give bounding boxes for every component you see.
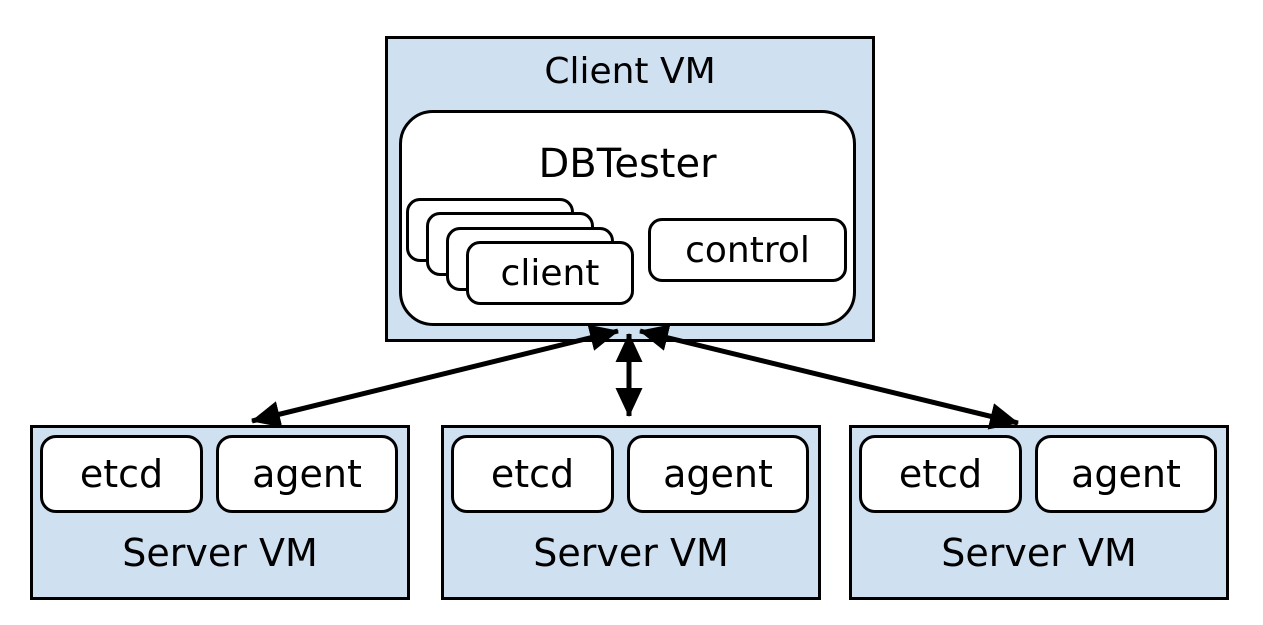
server-vm-1-box: etcd agent Server VM xyxy=(30,425,410,600)
control-node-label: control xyxy=(685,229,810,271)
dbtester-label: DBTester xyxy=(538,141,717,187)
agent-node-label: agent xyxy=(663,452,773,496)
client-vm-label: Client VM xyxy=(544,51,716,92)
client-vm-box: Client VM DBTester client control xyxy=(385,36,875,342)
server-vm-3-box: etcd agent Server VM xyxy=(849,425,1229,600)
etcd-node-label: etcd xyxy=(79,452,164,496)
etcd-node: etcd xyxy=(859,435,1022,513)
arrow-client-to-server-1 xyxy=(251,324,619,428)
server-vm-1-label: Server VM xyxy=(122,531,318,575)
etcd-node: etcd xyxy=(40,435,203,513)
client-node-label: client xyxy=(500,252,600,294)
agent-node-label: agent xyxy=(252,452,362,496)
etcd-node-label: etcd xyxy=(898,452,983,496)
agent-node: agent xyxy=(627,435,809,513)
server-vm-2-label: Server VM xyxy=(533,531,729,575)
server-vm-2-box: etcd agent Server VM xyxy=(441,425,821,600)
dbtester-box: DBTester client control xyxy=(399,110,856,326)
agent-node: agent xyxy=(1035,435,1217,513)
agent-node: agent xyxy=(216,435,398,513)
etcd-node-label: etcd xyxy=(490,452,575,496)
agent-node-label: agent xyxy=(1071,452,1181,496)
client-node: client xyxy=(466,241,634,305)
arrow-client-to-server-3 xyxy=(639,324,1019,430)
control-node: control xyxy=(648,218,847,282)
etcd-node: etcd xyxy=(451,435,614,513)
server-vm-3-label: Server VM xyxy=(941,531,1137,575)
